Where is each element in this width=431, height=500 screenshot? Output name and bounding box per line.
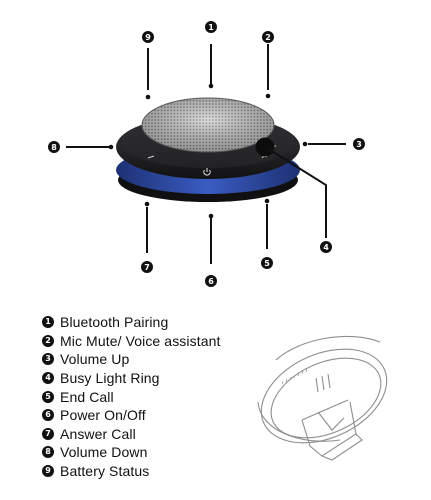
legend-label: Volume Up xyxy=(60,351,130,368)
callout-badge-1: 1 xyxy=(205,21,217,33)
callout-badge-6: 6 xyxy=(205,275,217,287)
legend-label: Mic Mute/ Voice assistant xyxy=(60,332,221,349)
legend-item: 8 Volume Down xyxy=(42,443,220,462)
legend-number: 3 xyxy=(42,353,54,366)
legend-number: 5 xyxy=(42,390,54,403)
legend-label: Battery Status xyxy=(60,463,150,480)
legend-item: 1 Bluetooth Pairing xyxy=(42,313,220,332)
legend-item: 5 End Call xyxy=(42,387,220,406)
callout-lines xyxy=(66,44,346,264)
feature-legend: 1 Bluetooth Pairing 2 Mic Mute/ Voice assi… xyxy=(42,313,220,480)
power-icon xyxy=(203,168,211,176)
callout-label-6: 6 xyxy=(208,277,214,286)
legend-item: 3 Volume Up xyxy=(42,350,220,369)
legend-number: 9 xyxy=(42,465,54,478)
callout-label-7: 7 xyxy=(144,263,150,272)
legend-item: 9 Battery Status xyxy=(42,462,220,481)
legend-item: 4 Busy Light Ring xyxy=(42,369,220,388)
callout-badge-4: 4 xyxy=(320,241,332,253)
legend-label: Answer Call xyxy=(60,425,136,442)
callout-label-9: 9 xyxy=(145,33,151,42)
legend-number: 1 xyxy=(42,316,54,329)
legend-item: 7 Answer Call xyxy=(42,425,220,444)
callout-badge-9: 9 xyxy=(142,31,154,43)
legend-label: Power On/Off xyxy=(60,407,146,424)
legend-number: 2 xyxy=(42,334,54,347)
callout-badge-3: 3 xyxy=(353,138,365,150)
callout-badge-7: 7 xyxy=(141,261,153,273)
legend-item: 6 Power On/Off xyxy=(42,406,220,425)
legend-label: Bluetooth Pairing xyxy=(60,314,169,331)
legend-label: End Call xyxy=(60,388,114,405)
callout-label-2: 2 xyxy=(265,33,271,42)
speakerphone-device xyxy=(116,97,300,202)
callout-badge-8: 8 xyxy=(48,141,60,153)
legend-number: 4 xyxy=(42,372,54,385)
legend-label: Volume Down xyxy=(60,444,148,461)
speaker-stand-illustration xyxy=(257,335,388,461)
minus-icon xyxy=(147,155,155,159)
callout-badge-5: 5 xyxy=(261,257,273,269)
callout-badge-2: 2 xyxy=(262,31,274,43)
callout-label-3: 3 xyxy=(356,140,362,149)
callout-label-4: 4 xyxy=(323,243,329,252)
callout-label-8: 8 xyxy=(51,143,57,152)
legend-label: Busy Light Ring xyxy=(60,370,160,387)
callout-label-1: 1 xyxy=(208,23,214,32)
legend-number: 6 xyxy=(42,409,54,422)
legend-number: 8 xyxy=(42,446,54,459)
legend-number: 7 xyxy=(42,427,54,440)
legend-item: 2 Mic Mute/ Voice assistant xyxy=(42,332,220,351)
bluetooth-button xyxy=(255,137,275,157)
callout-label-5: 5 xyxy=(264,259,270,268)
callout-endpoints xyxy=(108,83,308,219)
